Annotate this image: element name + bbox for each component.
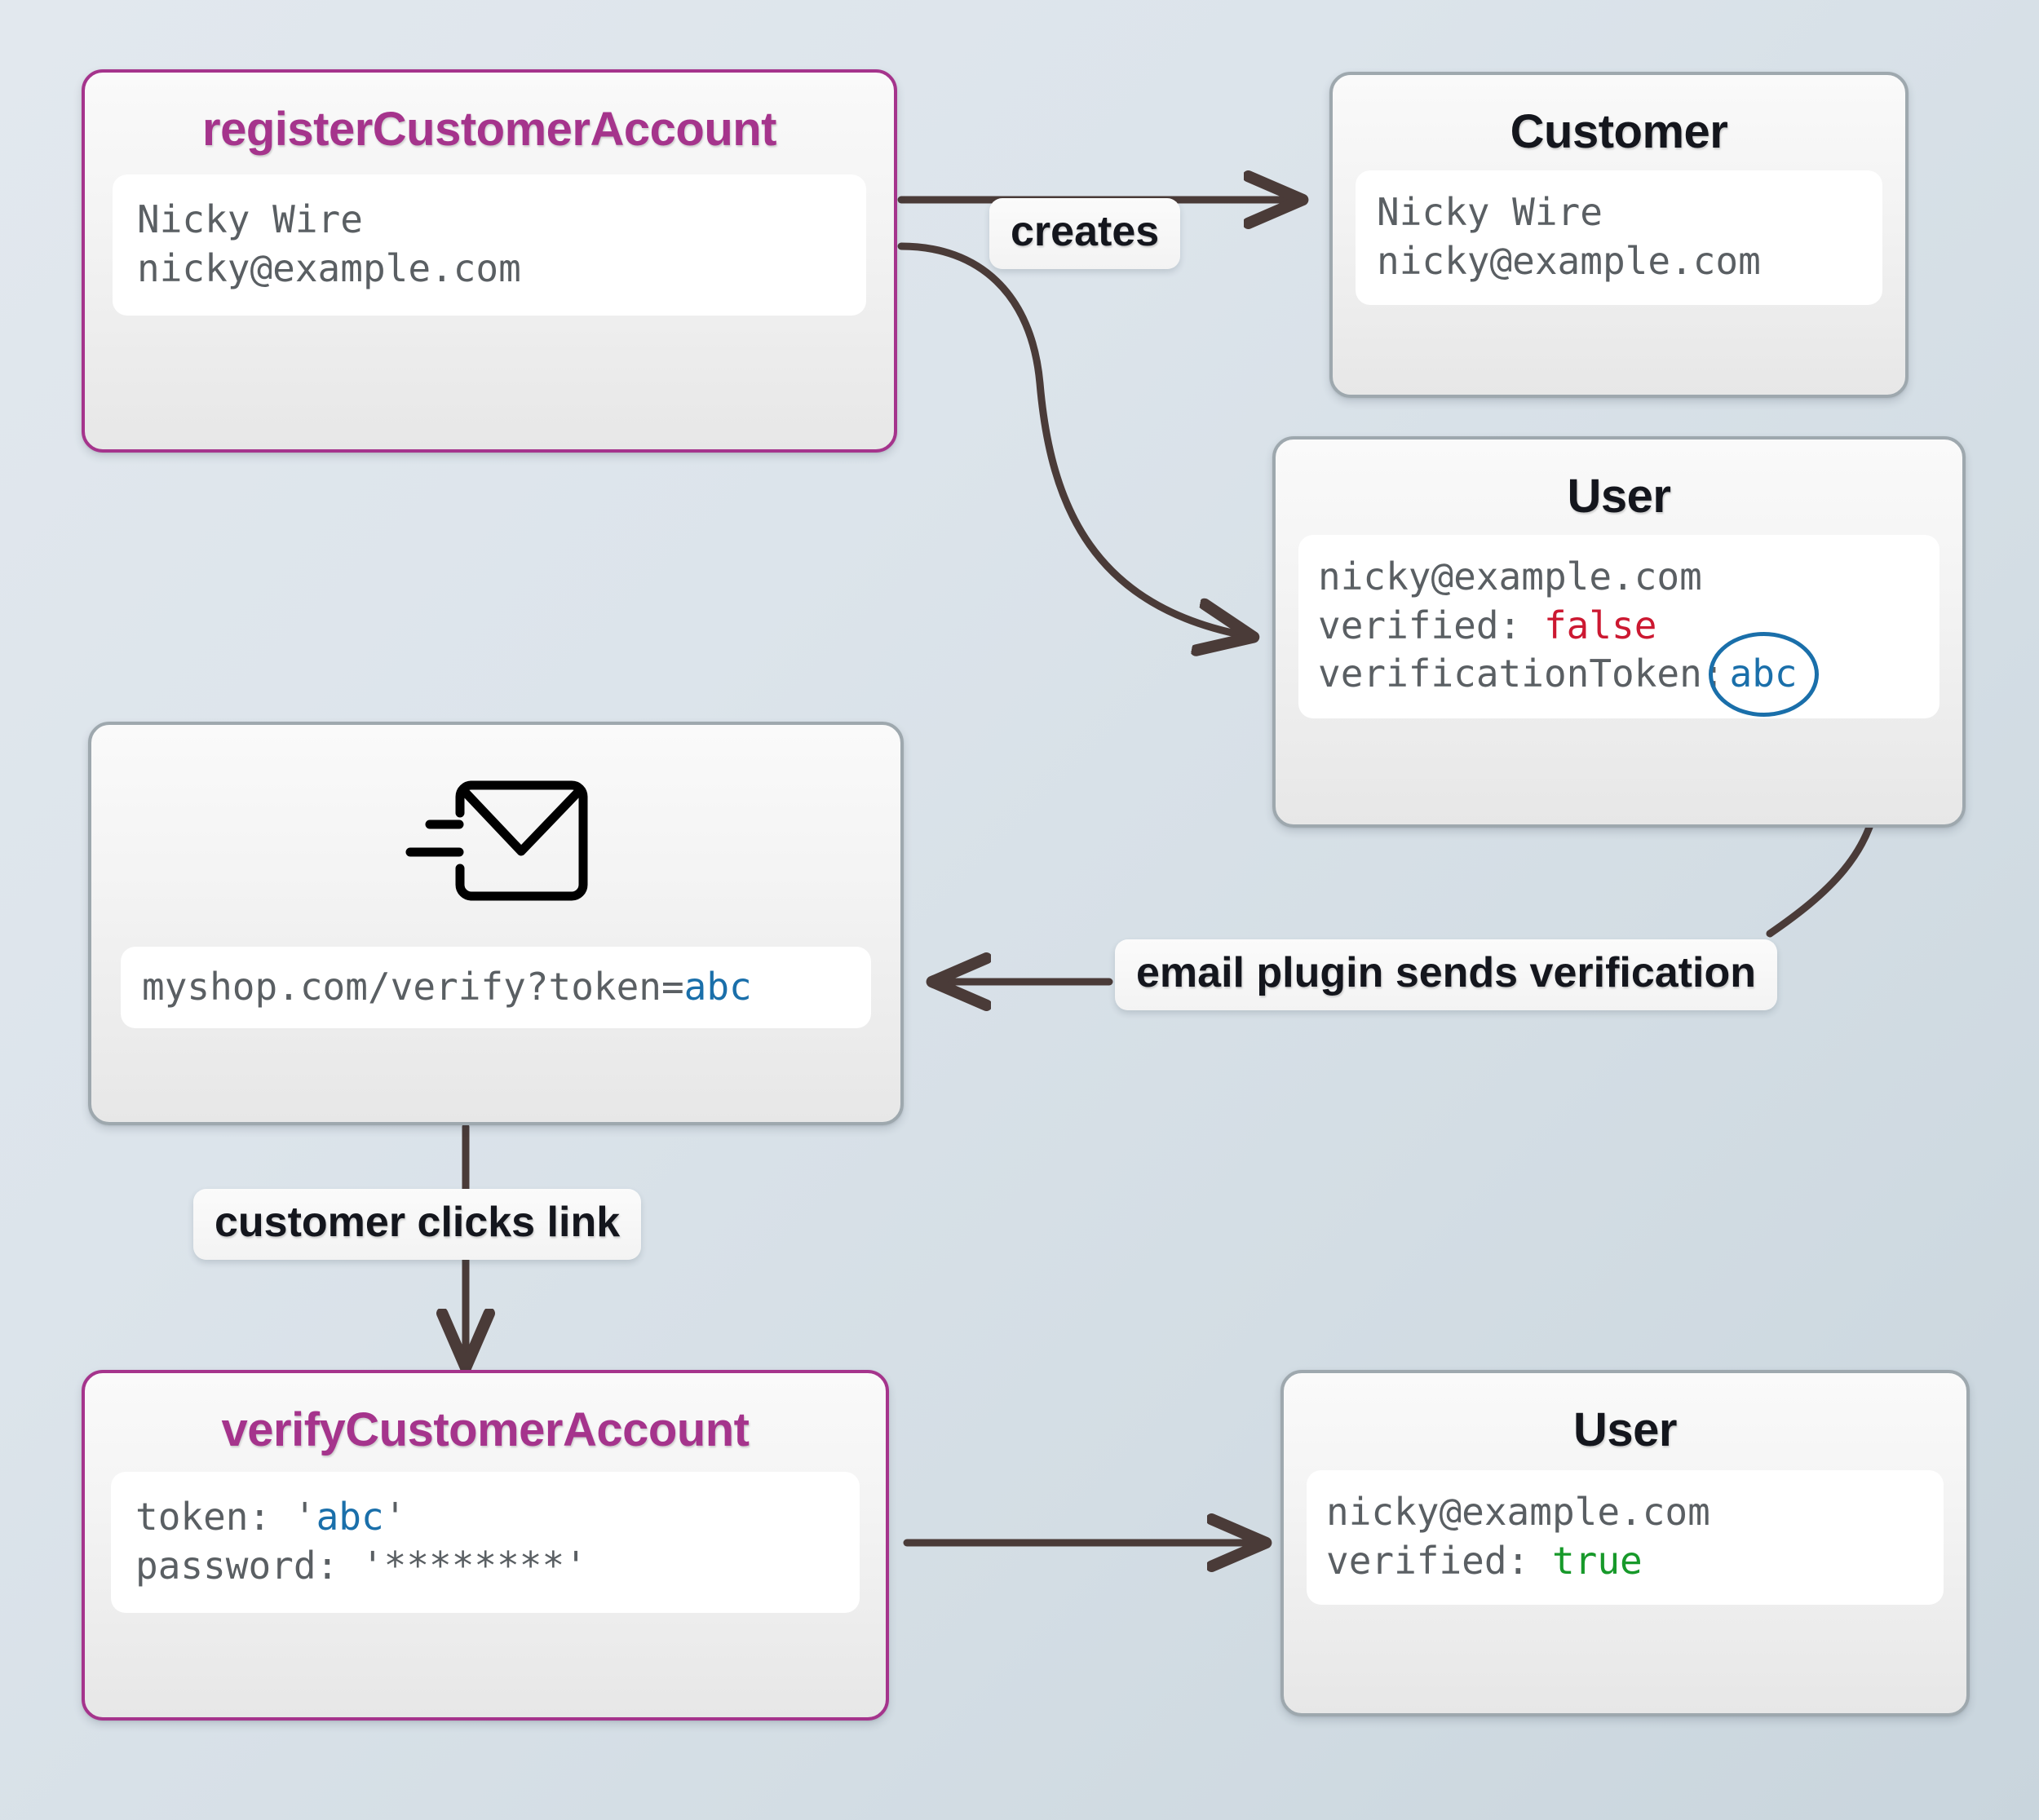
node-body-user-verified: nicky@example.com verified: true xyxy=(1307,1469,1944,1606)
user-verified-email: nicky@example.com xyxy=(1326,1489,1710,1534)
node-body-customer: Nicky Wire nicky@example.com xyxy=(1356,170,1882,306)
user-unverified-verified-row: verified: false xyxy=(1318,602,1920,651)
node-register-customer-account[interactable]: registerCustomerAccount Nicky Wire nicky… xyxy=(82,69,897,453)
verify-token-quote-open: ' xyxy=(293,1494,316,1539)
verification-url-token: abc xyxy=(683,965,752,1009)
verify-password-row: password: '********' xyxy=(135,1543,587,1588)
node-customer[interactable]: Customer Nicky Wire nicky@example.com xyxy=(1329,72,1909,398)
verify-token-quote-close: ' xyxy=(383,1494,407,1539)
verify-token-row: token: 'abc' xyxy=(135,1493,835,1542)
user-verified-verified-row: verified: true xyxy=(1326,1537,1924,1586)
node-title-customer: Customer xyxy=(1510,105,1728,158)
node-verify-customer-account[interactable]: verifyCustomerAccount token: 'abc' passw… xyxy=(82,1370,889,1721)
node-verification-email[interactable]: myshop.com/verify?token=abc xyxy=(88,722,904,1125)
register-line-name: Nicky Wire xyxy=(137,197,363,241)
verify-token-value: abc xyxy=(316,1494,384,1539)
user-verified-verified-key: verified: xyxy=(1326,1538,1552,1583)
user-unverified-token-key: verificationToken: xyxy=(1318,652,1725,696)
edge-label-email-plugin-sends-verification: email plugin sends verification xyxy=(1115,939,1777,1010)
edge-label-creates: creates xyxy=(989,198,1181,269)
register-line-email: nicky@example.com xyxy=(137,245,521,290)
node-title-register: registerCustomerAccount xyxy=(202,103,776,156)
verification-url-prefix: myshop.com/verify?token= xyxy=(142,965,684,1009)
node-body-verify: token: 'abc' password: '********' xyxy=(111,1471,860,1614)
node-user-unverified[interactable]: User nicky@example.com verified: false v… xyxy=(1272,436,1966,828)
node-body-user-unverified: nicky@example.com verified: false verifi… xyxy=(1298,534,1939,719)
node-body-register: Nicky Wire nicky@example.com xyxy=(113,174,866,316)
node-title-verify: verifyCustomerAccount xyxy=(221,1403,750,1456)
status-badge-verified-true: true xyxy=(1551,1538,1643,1583)
user-unverified-verified-key: verified: xyxy=(1318,603,1544,647)
verification-url[interactable]: myshop.com/verify?token=abc xyxy=(121,947,871,1028)
customer-line-email: nicky@example.com xyxy=(1377,238,1761,283)
node-title-user-unverified: User xyxy=(1567,470,1671,523)
status-badge-verified-false: false xyxy=(1543,603,1657,647)
envelope-send-icon xyxy=(91,725,900,922)
user-unverified-token-row: verificationToken:abc xyxy=(1318,632,1920,718)
verify-token-key: token: xyxy=(135,1494,294,1539)
verification-token-circled: abc xyxy=(1708,632,1819,718)
node-title-user-verified: User xyxy=(1573,1403,1677,1456)
edge-label-customer-clicks-link: customer clicks link xyxy=(193,1189,642,1260)
node-user-verified[interactable]: User nicky@example.com verified: true xyxy=(1280,1370,1970,1716)
user-unverified-email: nicky@example.com xyxy=(1318,554,1702,599)
edge-register-to-user xyxy=(897,242,1248,636)
customer-line-name: Nicky Wire xyxy=(1377,189,1603,234)
